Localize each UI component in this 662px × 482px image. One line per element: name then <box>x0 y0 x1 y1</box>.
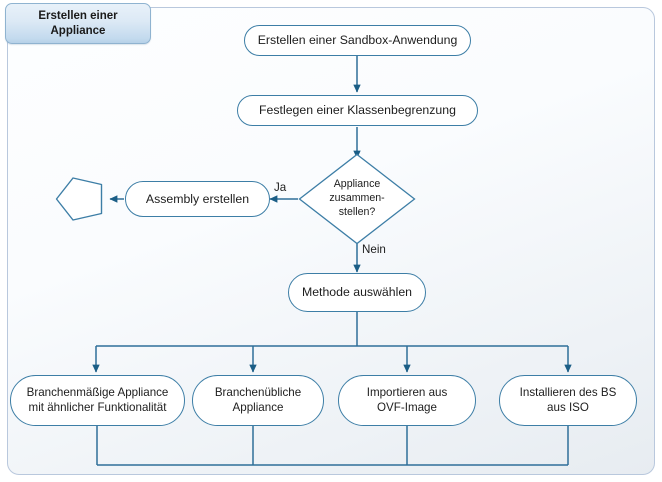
edge-label-ja: Ja <box>274 181 287 194</box>
frame-title-tab: Erstellen einer Appliance <box>5 3 151 44</box>
node-methode-auswaehlen[interactable]: Methode auswählen <box>288 273 426 312</box>
node-label: Methode auswählen <box>301 285 413 299</box>
node-label: Assembly erstellen <box>145 191 250 206</box>
frame-title-label: Erstellen einer Appliance <box>38 10 118 37</box>
node-label: Installieren des BS aus ISO <box>519 386 617 414</box>
node-decision-appliance-zusammenstellen[interactable]: Appliance zusammen- stellen? <box>298 153 416 245</box>
node-final-pentagon[interactable] <box>55 176 103 222</box>
node-label: Erstellen einer Sandbox-Anwendung <box>257 33 458 47</box>
edge-label-nein: Nein <box>362 243 386 256</box>
node-branchenmaessige-appliance[interactable]: Branchenmäßige Appliance mit ähnlicher F… <box>10 375 185 426</box>
node-label: Festlegen einer Klassenbegrenzung <box>259 103 456 117</box>
node-assembly-erstellen[interactable]: Assembly erstellen <box>125 181 270 217</box>
node-label: Importieren aus OVF-Image <box>366 386 448 414</box>
node-branchenuebliche-appliance[interactable]: Branchenübliche Appliance <box>192 375 324 426</box>
node-erstellen-sandbox-anwendung[interactable]: Erstellen einer Sandbox-Anwendung <box>244 25 471 56</box>
node-label: Appliance zusammen- stellen? <box>329 178 385 218</box>
node-label: Branchenübliche Appliance <box>214 386 302 414</box>
node-importieren-ovf-image[interactable]: Importieren aus OVF-Image <box>338 375 476 426</box>
node-label: Branchenmäßige Appliance mit ähnlicher F… <box>26 386 169 414</box>
node-installieren-bs-iso[interactable]: Installieren des BS aus ISO <box>499 375 637 426</box>
diamond-shape <box>298 153 416 245</box>
node-festlegen-klassenbegrenzung[interactable]: Festlegen einer Klassenbegrenzung <box>237 95 478 126</box>
pentagon-icon <box>55 177 103 221</box>
